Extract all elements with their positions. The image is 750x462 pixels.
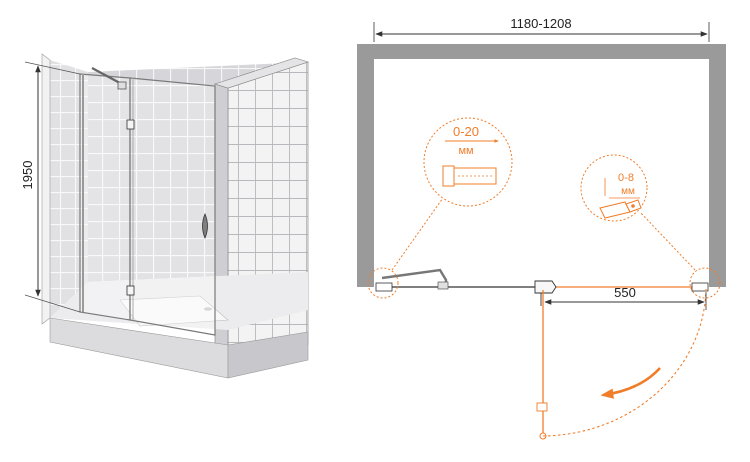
width-dimension-label: 1180-1208 [510,16,571,31]
plan-walls [357,44,726,287]
wall-adjust-unit: мм [458,145,473,157]
plan-view: 1180-1208 550 0-20 мм [357,16,726,440]
hinge-adjust-callout: 0-8 мм [580,154,648,222]
wall-adjust-callout: 0-20 мм [423,117,513,207]
wall-adjust-value: 0-20 [453,124,479,139]
door-dimension-label: 550 [614,285,636,300]
height-dimension-label: 1950 [20,161,35,190]
hinge-adjust-value: 0-8 [618,172,634,184]
iso-view: 1950 [20,53,309,379]
hinge-adjust-unit: мм [621,186,635,197]
